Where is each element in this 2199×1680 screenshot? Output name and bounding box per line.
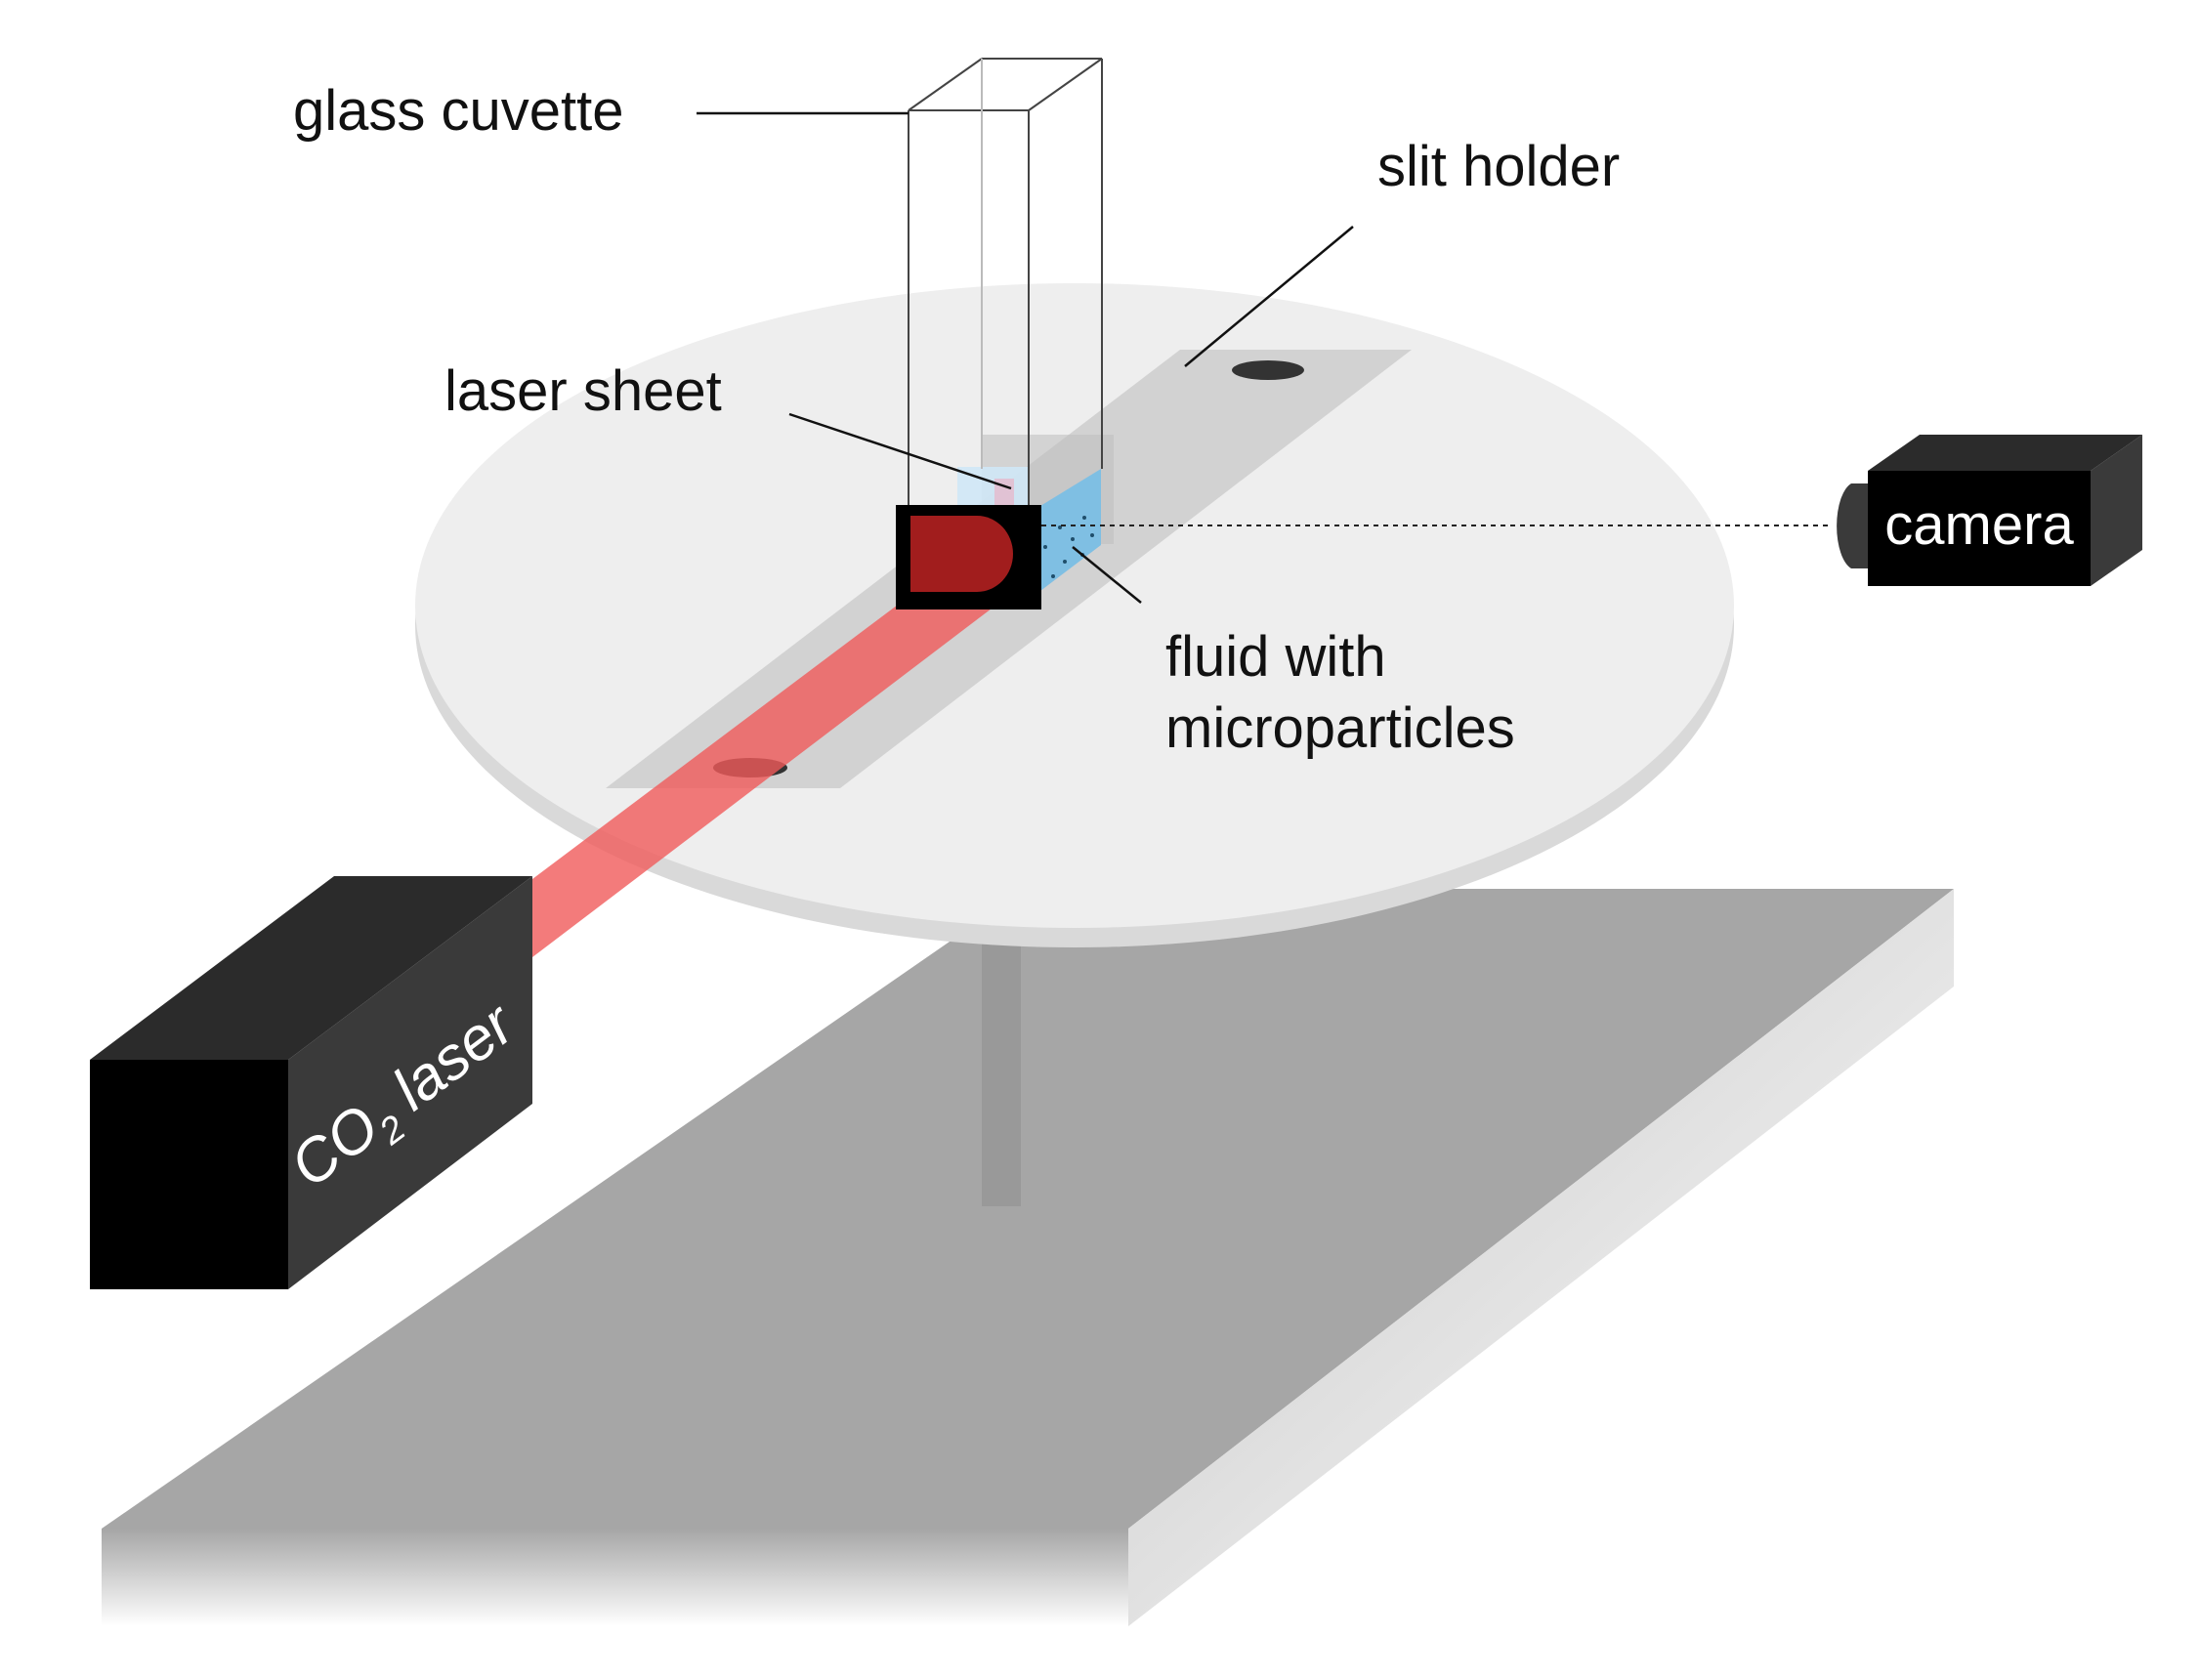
glass-cuvette	[908, 58, 1103, 505]
annotations: glass cuvette slit holder laser sheet fl…	[293, 79, 1620, 760]
laser-side-face	[288, 876, 532, 1289]
glass-cuvette-label: glass cuvette	[293, 79, 624, 143]
laser-spot	[969, 516, 1013, 592]
fluid-side-face	[1040, 469, 1101, 591]
slit-hole-far	[1232, 360, 1304, 380]
support-post	[982, 933, 1021, 1206]
laser-front-face	[90, 1060, 288, 1289]
laser-top-face	[90, 876, 532, 1060]
camera-side-face	[2091, 435, 2142, 586]
table-top	[102, 889, 1954, 1529]
slit-holder-label: slit holder	[1377, 135, 1620, 198]
fluid-label-line2: microparticles	[1165, 696, 1515, 760]
cuvette-assembly	[896, 58, 1114, 609]
camera-lens	[1837, 483, 1868, 568]
slit-holder-leader	[1184, 226, 1354, 367]
laser-sheet-leader	[788, 412, 1012, 490]
optical-table	[102, 889, 1954, 1626]
camera-front-face	[1868, 471, 2091, 586]
laser-sheet	[994, 479, 1014, 508]
camera: camera	[1837, 435, 2142, 586]
laser-spot-left	[910, 516, 969, 592]
camera-top-face	[1868, 435, 2142, 471]
camera-label: camera	[1884, 493, 2074, 557]
table-front-face	[102, 1529, 1128, 1626]
fluid-leader	[1072, 546, 1142, 604]
table-side-face	[1128, 889, 1954, 1626]
co2-laser: CO2 laser	[90, 876, 532, 1289]
fluid-label-line1: fluid with	[1165, 625, 1386, 689]
laser-sheet-label: laser sheet	[444, 359, 722, 423]
laser-beam	[532, 520, 1040, 957]
